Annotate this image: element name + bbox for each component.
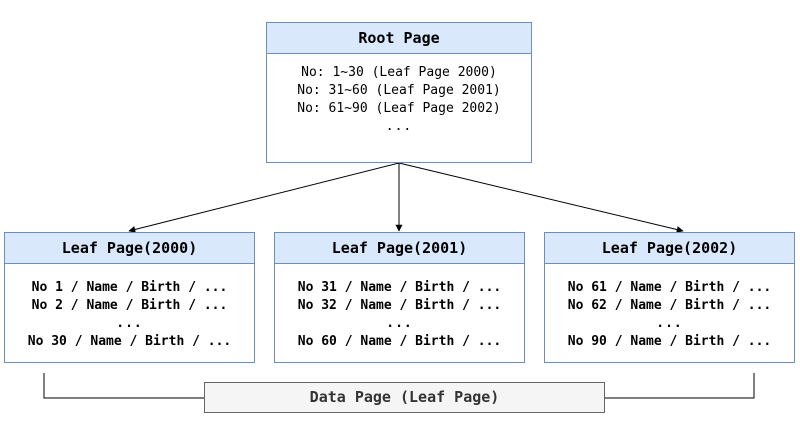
- root-page-ellipsis: ...: [385, 119, 413, 134]
- leaf-page-2000-title: Leaf Page(2000): [5, 233, 254, 264]
- leaf-ellipsis: ...: [656, 316, 683, 331]
- leaf-page-2002-title: Leaf Page(2002): [545, 233, 794, 264]
- leaf-record-line: No 62 / Name / Birth / ...: [567, 298, 772, 313]
- leaf-page-2000-box: Leaf Page(2000) No 1 / Name / Birth / ..…: [4, 232, 255, 363]
- root-page-line: No: 61~90 (Leaf Page 2002): [297, 101, 501, 116]
- leaf-ellipsis: ...: [116, 316, 143, 331]
- bracket-right: [605, 373, 755, 399]
- leaf-record-line: No 1 / Name / Birth / ...: [31, 280, 228, 295]
- root-page-title: Root Page: [267, 23, 531, 54]
- leaf-page-2001-box: Leaf Page(2001) No 31 / Name / Birth / .…: [274, 232, 525, 363]
- leaf-page-2002-body: No 61 / Name / Birth / ... No 62 / Name …: [545, 264, 794, 351]
- leaf-record-line: No 30 / Name / Birth / ...: [27, 334, 232, 349]
- leaf-record-line: No 61 / Name / Birth / ...: [567, 280, 772, 295]
- leaf-page-2000-body: No 1 / Name / Birth / ... No 2 / Name / …: [5, 264, 254, 351]
- leaf-page-2002-box: Leaf Page(2002) No 61 / Name / Birth / .…: [544, 232, 795, 363]
- bracket-left: [43, 373, 204, 399]
- data-page-label: Data Page (Leaf Page): [204, 382, 605, 413]
- arrow-root-to-leaf-2000: [128, 162, 400, 233]
- root-page-body: No: 1~30 (Leaf Page 2000) No: 31~60 (Lea…: [267, 54, 531, 136]
- root-page-line: No: 31~60 (Leaf Page 2001): [297, 83, 501, 98]
- leaf-record-line: No 32 / Name / Birth / ...: [297, 298, 502, 313]
- root-page-line: No: 1~30 (Leaf Page 2000): [301, 65, 497, 80]
- arrow-root-to-leaf-2002: [398, 162, 684, 233]
- leaf-page-2001-body: No 31 / Name / Birth / ... No 32 / Name …: [275, 264, 524, 351]
- leaf-page-2001-title: Leaf Page(2001): [275, 233, 524, 264]
- leaf-record-line: No 60 / Name / Birth / ...: [297, 334, 502, 349]
- leaf-record-line: No 90 / Name / Birth / ...: [567, 334, 772, 349]
- leaf-record-line: No 2 / Name / Birth / ...: [31, 298, 228, 313]
- leaf-ellipsis: ...: [386, 316, 413, 331]
- root-page-box: Root Page No: 1~30 (Leaf Page 2000) No: …: [266, 22, 532, 163]
- leaf-record-line: No 31 / Name / Birth / ...: [297, 280, 502, 295]
